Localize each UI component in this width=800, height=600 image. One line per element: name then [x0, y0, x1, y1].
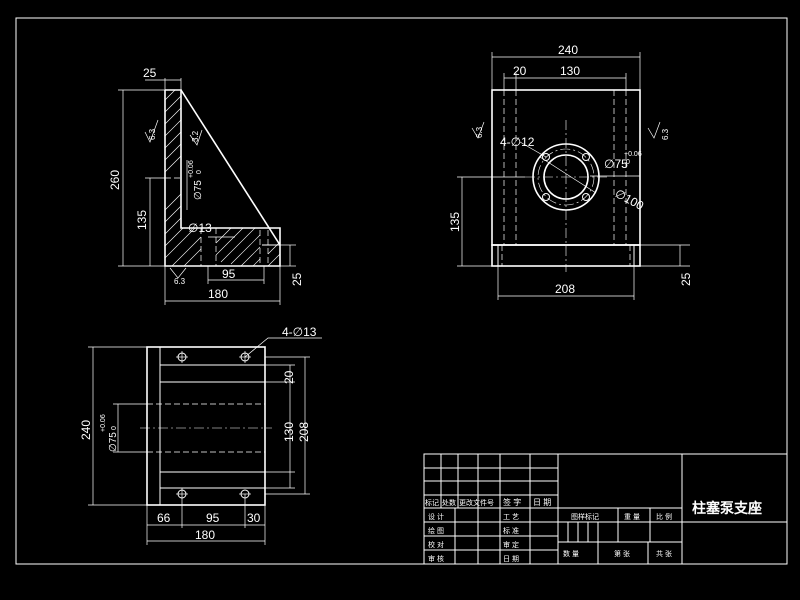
- dim-hole-text: ∅13: [188, 221, 212, 235]
- front-rough-left: [471, 121, 485, 139]
- dim-260-text: 260: [108, 170, 122, 190]
- front-dim-240-text: 240: [558, 43, 578, 57]
- top-dim-130-text: 130: [282, 422, 296, 442]
- rough-inner-text: 3.2: [191, 130, 200, 142]
- tb-col-approve: 审 定: [503, 540, 519, 549]
- tb-col-process: 工 艺: [503, 513, 519, 521]
- front-view-pitch-circle: [537, 148, 595, 206]
- front-rough-left-text: 6.3: [475, 126, 484, 138]
- front-view-bolt-hole-2: [582, 153, 590, 161]
- dim-base-25-text: 25: [290, 272, 304, 286]
- tb-weight: 重 量: [624, 513, 640, 521]
- tb-rev-header-5: 日 期: [533, 498, 551, 507]
- rough-left-text: 6.3: [148, 128, 157, 140]
- top-dim-20-text: 20: [282, 370, 296, 384]
- side-view-outline: [164, 89, 281, 267]
- front-view-flange: [532, 143, 600, 211]
- front-view-bolt-hole-4: [582, 193, 590, 201]
- front-dim-130-text: 130: [560, 64, 580, 78]
- front-dim-bolt-holes: 4-∅12: [500, 135, 535, 149]
- title-block-frame: [423, 453, 788, 565]
- front-dim-208-text: 208: [555, 282, 575, 296]
- side-view-hatching-plate: [164, 89, 281, 267]
- top-dim-240-text: 240: [79, 420, 93, 440]
- drawing-border: [15, 17, 788, 565]
- tb-scale: 比 例: [656, 512, 672, 521]
- dim-135-text: 135: [135, 210, 149, 230]
- dim-180-text: 180: [208, 287, 228, 301]
- tb-row-draw: 绘 图: [428, 526, 444, 535]
- top-dim-208-text: 208: [297, 422, 311, 442]
- front-dim-135-text: 135: [448, 212, 462, 232]
- tb-sheet-total: 第 张: [614, 549, 630, 558]
- tb-col-standard: 标 准: [503, 526, 519, 535]
- front-dim-25-text: 25: [679, 272, 693, 286]
- top-dim-bore-text: ∅75: [108, 432, 119, 452]
- tb-part-name: 柱塞泵支座: [692, 500, 762, 516]
- side-view-rib: [180, 89, 281, 246]
- front-view-holes-leader: [519, 141, 547, 158]
- front-rough-right-text: 6.3: [661, 128, 670, 140]
- top-dim-95-text: 95: [206, 511, 220, 525]
- top-dim-180-text: 180: [195, 528, 215, 542]
- tb-rev-header-3: 更改文件号: [459, 498, 494, 507]
- top-dim-holes: 4-∅13: [282, 325, 317, 339]
- rough-left-mark: [144, 119, 159, 143]
- tb-stage-mark: 图样标记: [571, 512, 599, 521]
- dim-95-text: 95: [222, 267, 236, 281]
- dim-25-text: 25: [143, 66, 157, 80]
- front-dim-20-text: 20: [513, 64, 527, 78]
- top-dim-66-text: 66: [157, 511, 171, 525]
- title-block: 标记 处数 更改文件号 签 字 日 期 设 计 绘 图 校 对 审 核 工 艺 …: [423, 453, 788, 565]
- tb-quantity: 数 量: [563, 549, 579, 558]
- top-view-holes-leader: [244, 337, 322, 358]
- tb-row-check: 校 对: [428, 540, 444, 549]
- front-dim-pitch: ∅100: [613, 186, 647, 213]
- front-view-bolt-hole-3: [542, 193, 550, 201]
- top-dim-bore-tol-lower: 0: [111, 426, 118, 430]
- tb-rev-header-4: 签 字: [503, 497, 521, 507]
- front-view: 4-∅12 ∅75 +0.06 0 ∅100 240 20 130 6.3 6.…: [448, 43, 693, 300]
- side-view: 25 260 135 ∅75 +0.06 0 6.3 3.2 6.3 ∅13 9…: [108, 66, 304, 305]
- front-view-bore: [543, 154, 589, 200]
- tb-col-date: 日 期: [503, 555, 519, 563]
- dim-bore-tol-lower: 0: [196, 170, 203, 174]
- tb-rev-header-2: 处数: [442, 498, 456, 507]
- dim-bore-tol-upper: +0.06: [188, 160, 195, 178]
- tb-row-design: 设 计: [428, 512, 444, 521]
- top-dim-30-text: 30: [247, 511, 261, 525]
- tb-rev-header-1: 标记: [425, 498, 439, 507]
- tb-row-review: 审 核: [428, 554, 444, 563]
- rough-inner-mark: [189, 129, 203, 146]
- rough-bottom-text: 6.3: [174, 277, 186, 286]
- front-dim-bore-tol-lower: 0: [626, 159, 630, 166]
- dim-bore-text: ∅75: [193, 180, 204, 200]
- top-view-outline: [146, 346, 266, 506]
- top-view: 4-∅13 240 ∅75 +0.06 0 20 130 208 66 95 3: [79, 325, 322, 545]
- front-dim-bore-tol-upper: +0.06: [624, 151, 642, 158]
- top-dim-bore-tol-upper: +0.06: [100, 414, 107, 432]
- tb-sheet-count: 共 张: [656, 549, 672, 558]
- front-rough-right: [647, 121, 661, 139]
- rough-bottom-mark: [169, 267, 187, 279]
- front-dim-bore: ∅75: [604, 157, 628, 171]
